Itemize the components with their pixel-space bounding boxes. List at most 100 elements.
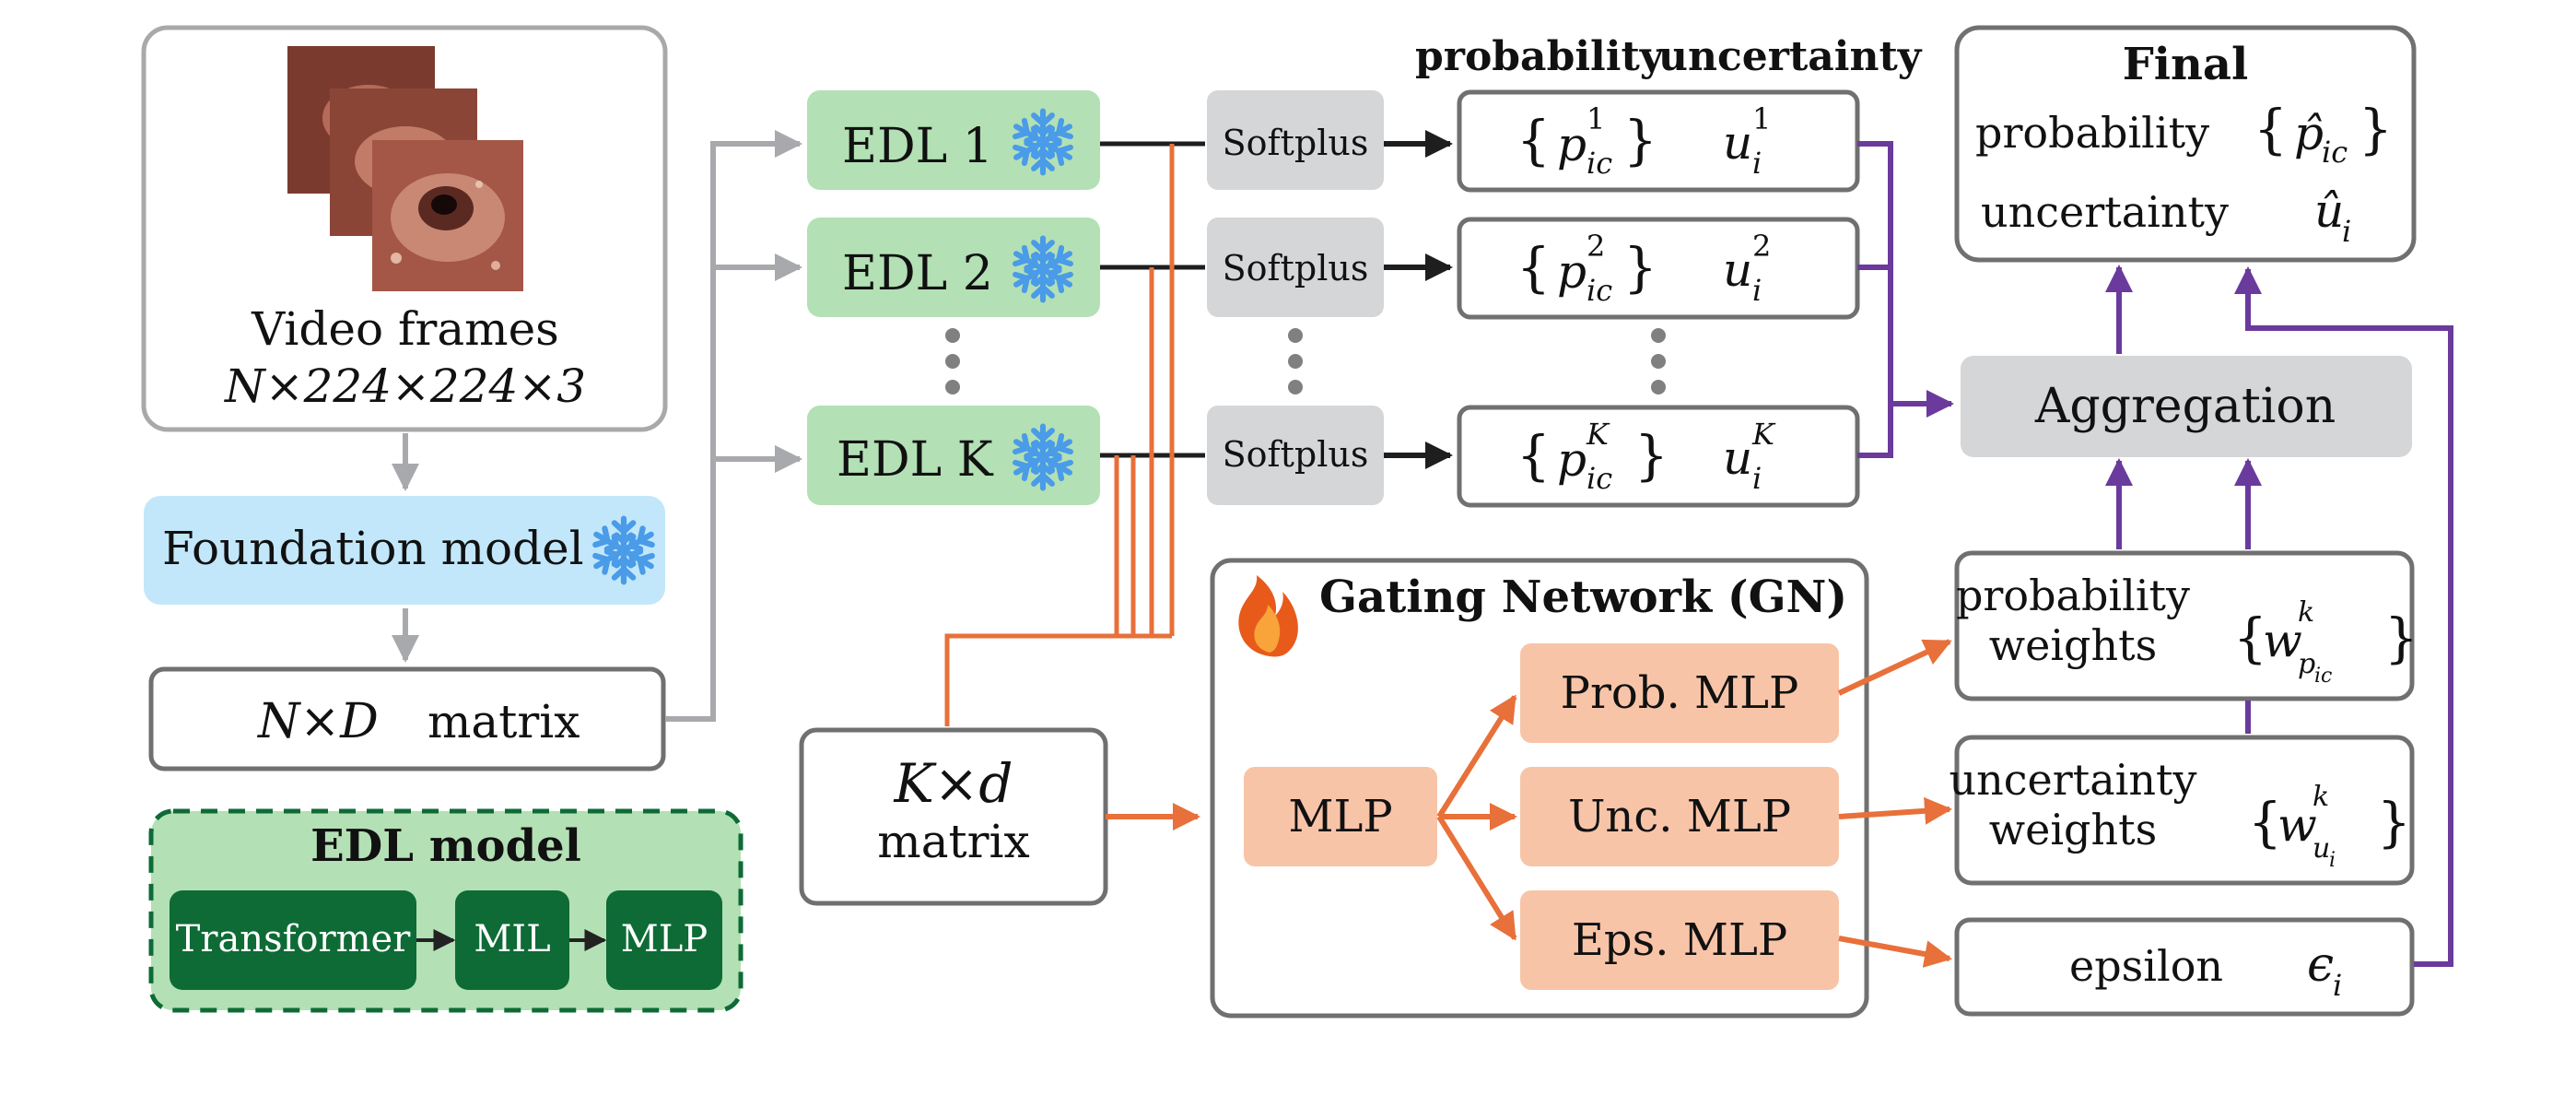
video-frames-label: Video frames [251,302,559,356]
edl-model-1: EDL 1 [807,90,1100,190]
svg-text:{: { [1516,424,1551,487]
svg-text:ic: ic [2314,665,2332,688]
legend-mlp: MLP [606,890,722,990]
gating-mlp-box [1244,767,1437,866]
output-1-prob-sup: 1 [1587,101,1605,136]
output-2-unc-sup: 2 [1752,229,1771,264]
softplus-vertical-ellipsis [1288,328,1303,395]
svg-text:w: w [2263,614,2302,667]
svg-text:{: { [2248,791,2282,854]
svg-text:p: p [2298,648,2315,680]
svg-text:i: i [2333,968,2342,1003]
svg-text:p: p [1557,245,1587,299]
arrow-matrix-to-edl1 [665,130,802,722]
legend-mil: MIL [455,890,569,990]
svg-text:ic: ic [1587,461,1612,496]
epsilon-box: epsilon ϵ i [1954,917,2415,1017]
kd-matrix-dims: K×d [893,752,1013,815]
gating-output-arrows [1837,639,1952,968]
epsilon-label: epsilon [2069,941,2223,991]
edl-output-k: { p ic K } u i K [1457,405,1860,508]
svg-text:k: k [2298,596,2314,629]
svg-text:{: { [2233,606,2267,669]
output-2-prob-sup: 2 [1587,229,1605,264]
uncertainty-weights-box: uncertainty weights { w k u i } [1950,735,2415,886]
svg-text:p: p [1557,118,1587,171]
softplus-k: Softplus [1207,406,1384,505]
output-vertical-ellipsis [1651,328,1666,395]
svg-text:i: i [1752,273,1762,308]
flame-icon [1238,575,1298,657]
edl-legend-title: EDL model [310,820,581,872]
output-k-prob-sup: K [1586,417,1610,452]
legend-mil-label: MIL [474,918,550,960]
output-1-unc-sup: 1 [1752,101,1771,136]
final-box: Final probability { p̂ ic } uncertainty … [1954,25,2417,263]
prob-mlp-box: Prob. MLP [1520,643,1839,743]
svg-text:u: u [1723,243,1752,297]
foundation-model-box [144,496,665,605]
softplus-2: Softplus [1207,218,1384,317]
nd-matrix-dims: N×D [256,694,379,749]
svg-text:i: i [1752,461,1762,496]
svg-text:ic: ic [1587,146,1612,181]
nd-matrix-word: matrix [427,695,580,748]
svg-text:ic: ic [1587,273,1612,308]
svg-text:k: k [2313,781,2329,813]
edl-model-2: EDL 2 [807,218,1100,317]
edl-model-k: EDL K [807,406,1100,505]
header-probability: probability [1415,33,1665,80]
svg-text:u: u [1723,116,1752,170]
svg-text:i: i [2329,849,2336,872]
aggregation-label: Aggregation [2034,379,2336,434]
eps-mlp-box: Eps. MLP [1520,890,1839,990]
svg-text:{: { [1516,236,1551,299]
final-uncertainty-label: uncertainty [1981,187,2229,237]
svg-text:ϵ: ϵ [2307,937,2334,993]
legend-transformer-label: Transformer [176,918,412,960]
softplus-1: Softplus [1207,90,1384,190]
svg-text:p: p [1557,433,1587,487]
video-frames-image [287,46,523,291]
svg-text:w: w [2277,798,2317,852]
gating-mlp-label: MLP [1288,791,1392,842]
video-frames-dims: N×224×224×3 [224,359,586,413]
edl-1-label: EDL 1 [842,119,993,174]
output-k-unc-sup: K [1751,417,1776,452]
prob-mlp-label: Prob. MLP [1561,667,1799,719]
arrow-epsilon-to-final [2234,266,2453,967]
probability-weights-box: probability weights { w k p ic } [1954,550,2418,701]
svg-text:}: } [2377,791,2411,854]
gating-network-title: Gating Network (GN) [1319,571,1847,623]
svg-text:p̂: p̂ [2294,107,2324,160]
svg-text:}: } [1623,109,1657,171]
unc-weights-line1: uncertainty [1950,755,2197,805]
final-title: Final [2123,39,2249,90]
eps-mlp-label: Eps. MLP [1572,914,1787,966]
svg-text:{: { [1516,109,1551,171]
prob-weights-line2: weights [1989,620,2157,670]
edl-k-label: EDL K [837,432,994,488]
svg-text:u: u [2313,832,2330,865]
softplus-k-label: Softplus [1223,434,1369,475]
orange-edl-output-bundle [944,144,1175,726]
svg-text:}: } [2384,606,2418,669]
svg-text:u: u [1723,431,1752,485]
edl-output-1: { p ic 1 } u i 1 [1457,89,1860,193]
legend-transformer: Transformer [170,890,416,990]
softplus-1-label: Softplus [1223,123,1369,163]
aggregation-box [1961,356,2412,457]
unc-weights-line2: weights [1989,805,2157,854]
final-probability-label: probability [1975,108,2209,158]
foundation-model-label: Foundation model [162,522,584,575]
edl-2-label: EDL 2 [842,246,993,301]
svg-text:}: } [1634,424,1669,487]
svg-text:ic: ic [2322,135,2348,170]
legend-mlp-label: MLP [621,918,708,960]
header-uncertainty: uncertainty [1658,33,1923,80]
svg-text:û: û [2314,184,2344,238]
svg-text:i: i [1752,146,1762,181]
nd-matrix-box [148,666,666,771]
